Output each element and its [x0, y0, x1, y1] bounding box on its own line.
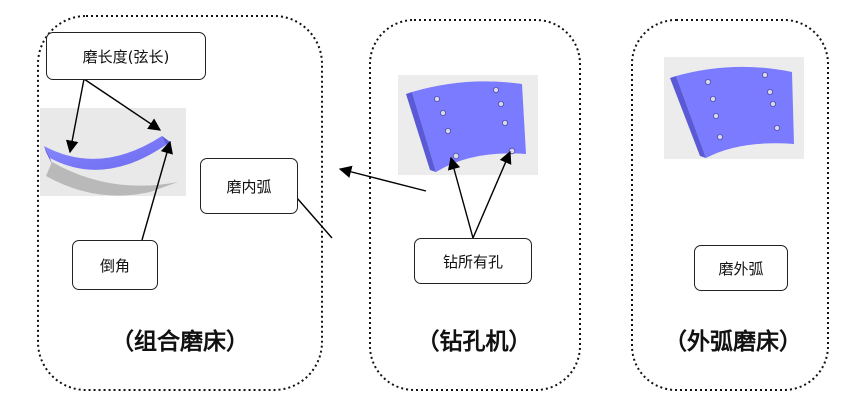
chord-length-callout: 磨长度(弦长) [46, 32, 206, 80]
drill-all-holes-callout: 钻所有孔 [414, 238, 532, 284]
inner-arc-callout: 磨内弧 [200, 158, 298, 214]
outer-arc-callout: 磨外弧 [694, 245, 788, 291]
drilled-plate-image [398, 75, 538, 175]
chamfer-callout: 倒角 [72, 240, 158, 290]
drilling-machine-caption: （钻孔机） [416, 328, 532, 355]
curved-shoe-image [40, 108, 186, 196]
drilling-machine-panel [369, 19, 581, 391]
process-flow-arrow [338, 165, 427, 192]
outer-arc-grinder-panel [631, 19, 829, 391]
chord-length-arrow-left [65, 78, 85, 154]
drill-holes-arrow-right [472, 150, 512, 239]
chamfer-arrow [141, 140, 173, 241]
drill-holes-arrow-left [447, 156, 474, 239]
combined-grinder-panel [37, 15, 323, 391]
outer-arc-plate-image [664, 57, 804, 159]
outer-arc-grinder-caption: （外弧磨床） [664, 328, 802, 355]
chord-length-arrow-right [83, 78, 162, 131]
combined-grinder-caption: （组合磨床） [111, 328, 249, 355]
